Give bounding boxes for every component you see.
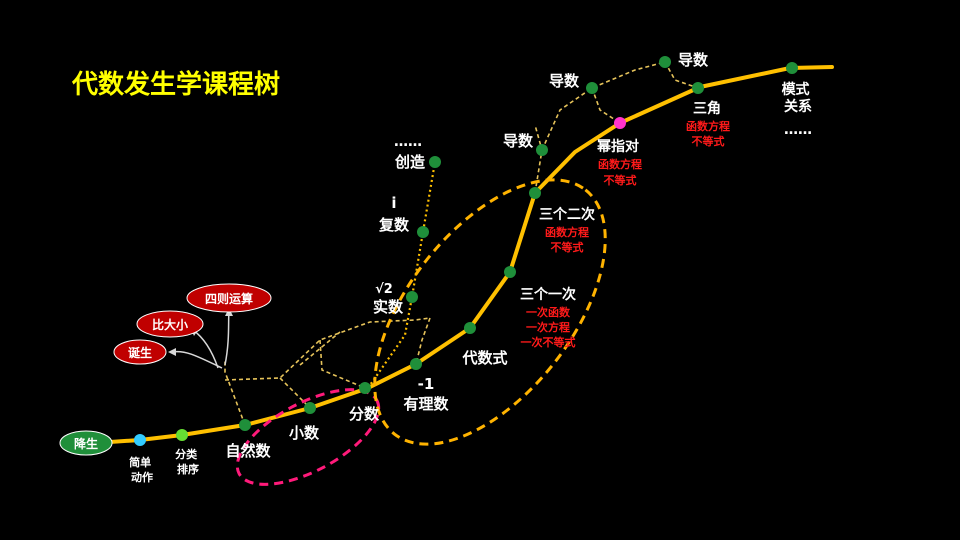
root-label: 降生 [74, 436, 98, 451]
node-simple-actions [134, 434, 146, 446]
node-linear [504, 266, 516, 278]
label-linear-sub-2: 一次方程 [526, 320, 570, 334]
node-derivative-3 [659, 56, 671, 68]
label-decimal: 小数 [289, 424, 320, 442]
label-simple-actions: 简单 动作 [129, 455, 155, 484]
orange-dashed-ring [373, 178, 607, 446]
node-derivative-1 [536, 144, 548, 156]
label-exp-log-sub-2: 不等式 [604, 173, 637, 187]
bubble-compare-label: 比大小 [152, 317, 188, 332]
label-create: 创造 [394, 153, 425, 171]
label-exp-log: 幂指对 [596, 138, 639, 155]
trunk-nodes [134, 56, 798, 446]
label-sqrt2: √2 [375, 282, 393, 297]
label-linear: 三个一次 [520, 286, 576, 303]
node-exp-log [614, 117, 626, 129]
label-minus-one: -1 [418, 375, 435, 393]
node-rational [410, 358, 422, 370]
label-exp-log-sub-1: 函数方程 [598, 157, 642, 171]
root-node: 降生 [59, 430, 113, 456]
label-classify-sort: 分类 排序 [175, 447, 201, 476]
label-derivative-3: 导数 [678, 51, 709, 69]
label-linear-sub-3: 一次不等式 [521, 335, 576, 349]
label-derivative-1: 导数 [503, 132, 534, 150]
label-quadratic-sub-2: 不等式 [551, 240, 584, 254]
diagram-title: 代数发生学课程树 [71, 69, 280, 100]
node-real [406, 291, 418, 303]
node-natural [239, 419, 251, 431]
label-trig-sub-2: 不等式 [692, 134, 725, 148]
label-fraction: 分数 [349, 405, 380, 423]
node-algebraic [464, 322, 476, 334]
label-trig-sub-1: 函数方程 [686, 119, 730, 133]
node-trig [692, 82, 704, 94]
label-real: 实数 [373, 298, 404, 316]
label-complex: 复数 [378, 216, 410, 234]
node-complex [417, 226, 429, 238]
node-create [429, 156, 441, 168]
label-quadratic: 三个二次 [539, 206, 595, 223]
label-derivative-2: 导数 [549, 72, 580, 90]
bubble-arithmetic-label: 四则运算 [205, 291, 253, 306]
label-model-more: …… [784, 122, 812, 138]
label-complex-i: i [391, 194, 396, 212]
bubble-arithmetic: 四则运算 [186, 283, 272, 313]
bubble-compare: 比大小 [136, 310, 204, 338]
label-create-more: …… [394, 134, 422, 150]
bubble-birth: 诞生 [113, 339, 167, 365]
node-model [786, 62, 798, 74]
label-trig: 三角 [693, 100, 721, 117]
bubble-birth-label: 诞生 [128, 345, 152, 360]
label-linear-sub-1: 一次函数 [526, 305, 571, 319]
node-decimal [304, 402, 316, 414]
node-classify [176, 429, 188, 441]
label-rational: 有理数 [403, 395, 449, 413]
node-derivative-2 [586, 82, 598, 94]
label-natural: 自然数 [225, 442, 271, 460]
node-fraction [359, 382, 371, 394]
node-quadratic [529, 187, 541, 199]
lower-branch-network [224, 317, 431, 426]
label-quadratic-sub-1: 函数方程 [545, 225, 589, 239]
label-model: 模式 关系 [782, 81, 815, 115]
label-algebraic: 代数式 [461, 349, 507, 367]
